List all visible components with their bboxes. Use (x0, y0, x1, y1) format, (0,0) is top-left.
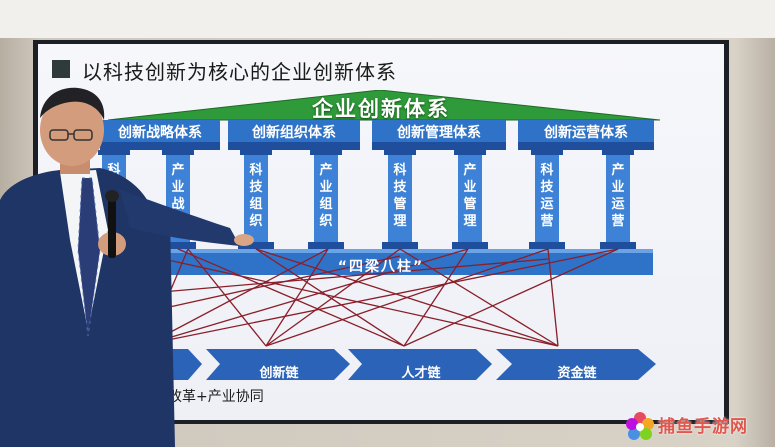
presenter-arm (120, 190, 240, 246)
roof-label: 企业创新体系 (312, 97, 450, 121)
presenter-tie (78, 178, 100, 336)
column-8 (606, 154, 630, 244)
cap-label-organization: 创新组织体系 (252, 125, 336, 141)
chain-label: 资金链 (557, 366, 597, 381)
base-label: “四梁八柱” (337, 259, 425, 275)
column-label: 科技运营 (540, 163, 554, 229)
site-watermark: 捕鱼手游网 (624, 410, 774, 444)
column-3 (244, 154, 268, 244)
chain-label: 创新链 (259, 366, 299, 381)
column-label: 科技组织 (249, 163, 263, 229)
slide-title: 以科技创新为核心的企业创新体系 (82, 60, 397, 84)
watermark-text: 捕鱼手游网 (658, 417, 748, 437)
presenter-hair (40, 87, 105, 120)
chain-arrow-2 (206, 349, 350, 380)
cap-label-management: 创新管理体系 (397, 125, 481, 141)
column-6 (458, 154, 482, 244)
column-4 (314, 154, 338, 244)
room-ceiling (0, 0, 775, 38)
cap-strategy (100, 120, 220, 142)
flower-logo-icon (626, 412, 654, 440)
title-bullet-square (52, 60, 70, 78)
column-label: 产业管理 (463, 163, 477, 229)
cap-organization (228, 120, 360, 142)
presenter-hand (234, 234, 254, 246)
presenter-head (40, 94, 104, 166)
cap-label-operation: 创新运营体系 (544, 125, 628, 141)
chain-arrow-4 (496, 349, 656, 380)
column-label: 产业组织 (319, 163, 333, 229)
column-5 (388, 154, 412, 244)
cap-management (372, 120, 506, 142)
glasses-icon (49, 129, 93, 141)
cap-label-strategy: 创新战略体系 (118, 125, 202, 141)
chain-label: 人才链 (401, 366, 441, 381)
microphone-icon (108, 196, 116, 258)
cap-operation (518, 120, 654, 142)
relationship-lines (117, 248, 619, 347)
chain-arrow-3 (348, 349, 492, 380)
column-7 (535, 154, 559, 244)
column-label: 科技管理 (393, 163, 407, 229)
column-label: 产业运营 (611, 163, 625, 229)
